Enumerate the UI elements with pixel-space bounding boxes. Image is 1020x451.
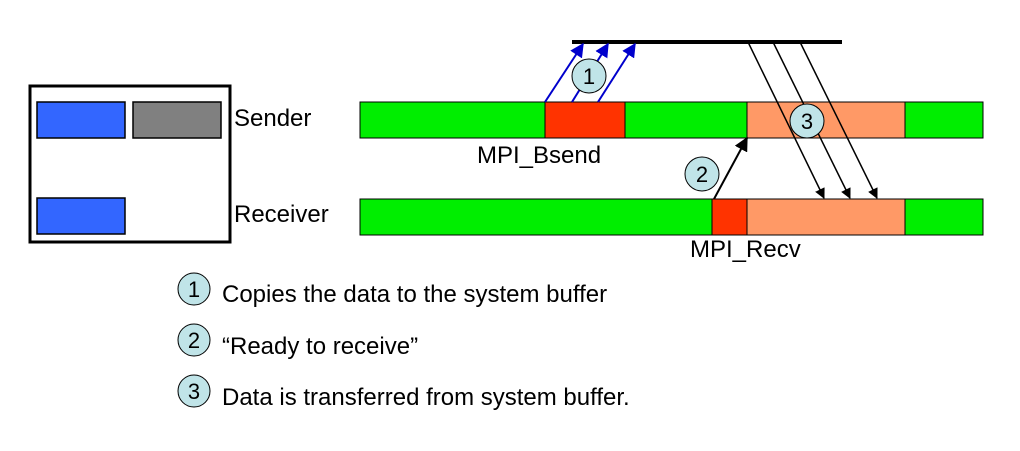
ready-arrow xyxy=(713,136,748,200)
step-marker-1: 1 xyxy=(571,58,607,94)
bsend-label: MPI_Bsend xyxy=(477,142,601,169)
sender-memory-block xyxy=(36,101,126,139)
transfer-arrow xyxy=(799,41,878,199)
receiver-idle-segment xyxy=(359,198,713,236)
receiver-transfer-segment xyxy=(746,198,906,236)
receiver-label: Receiver xyxy=(234,201,329,228)
copy-arrow xyxy=(597,42,636,103)
step-number: 1 xyxy=(583,64,595,89)
legend-item-1: 1 Copies the data to the system buffer xyxy=(177,272,607,308)
sender-transfer-segment xyxy=(746,101,906,139)
legend-text: Data is transferred from system buffer. xyxy=(222,384,630,411)
step-circle xyxy=(789,103,825,139)
sender-bsend-segment xyxy=(544,101,626,139)
step-number: 3 xyxy=(188,379,200,404)
receiver-idle-segment xyxy=(904,198,984,236)
copy-arrow xyxy=(544,42,584,103)
transfer-arrow xyxy=(747,41,825,199)
step-circle xyxy=(571,58,607,94)
receiver-recv-segment xyxy=(711,198,748,236)
step-circle xyxy=(177,374,211,408)
step-number: 2 xyxy=(696,162,708,187)
step-number: 2 xyxy=(188,328,200,353)
system-buffer-block xyxy=(132,101,222,139)
legend-text: Copies the data to the system buffer xyxy=(222,281,607,308)
sender-label: Sender xyxy=(234,105,311,132)
legend-item-3: 3 Data is transferred from system buffer… xyxy=(177,374,630,411)
legend: 1 Copies the data to the system buffer 2… xyxy=(177,272,630,411)
receiver-timeline xyxy=(359,198,984,236)
step-number: 3 xyxy=(801,109,813,134)
step-marker-2: 2 xyxy=(684,156,720,192)
sender-idle-segment xyxy=(624,101,748,139)
step-marker-3: 3 xyxy=(789,103,825,139)
recv-label: MPI_Recv xyxy=(690,236,801,263)
step-circle xyxy=(177,323,211,357)
sender-idle-segment xyxy=(904,101,984,139)
receiver-memory-block xyxy=(36,197,126,235)
sender-timeline xyxy=(359,101,984,139)
step-number: 1 xyxy=(188,277,200,302)
legend-text: “Ready to receive” xyxy=(222,333,418,360)
step-circle xyxy=(684,156,720,192)
sender-idle-segment xyxy=(359,101,546,139)
step-circle xyxy=(177,272,211,306)
legend-item-2: 2 “Ready to receive” xyxy=(177,323,418,360)
